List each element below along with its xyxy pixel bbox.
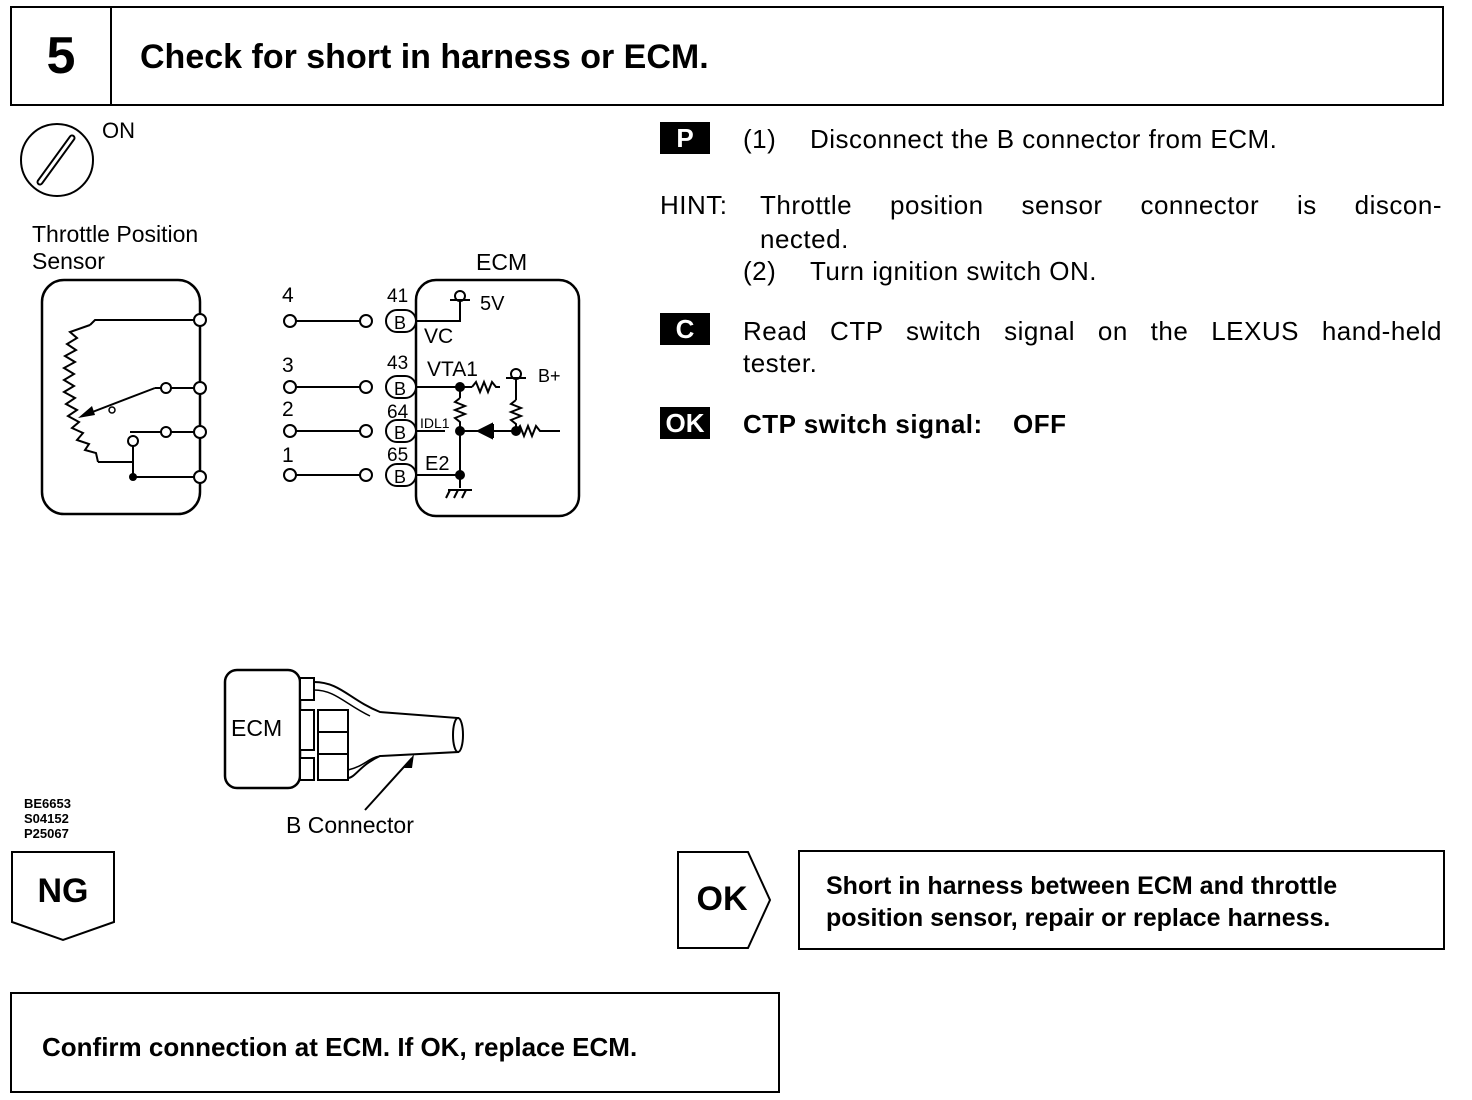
- step-header: 5 Check for short in harness or ECM.: [10, 6, 1444, 106]
- ecm-pin-65: 65: [387, 445, 408, 466]
- connector-letter-41: B: [394, 313, 406, 333]
- supply-5v: 5V: [480, 293, 505, 315]
- ng-action-box: Confirm connection at ECM. If OK, replac…: [10, 992, 780, 1093]
- ok-action-line1: Short in harness between ECM and throttl…: [826, 872, 1338, 900]
- figure-codes: BE6653 S04152 P25067: [24, 796, 71, 841]
- ecm-pin-43: 43: [387, 353, 408, 374]
- connector-letter-43: B: [394, 379, 406, 399]
- wiring-diagram: ON Throttle Position Sensor ECM 4 3 2 1 …: [20, 118, 581, 518]
- signal-vta1: VTA1: [427, 358, 478, 381]
- ok-tag: OK: [660, 407, 710, 439]
- harness-wires: [283, 314, 373, 482]
- connector-letter-64: B: [394, 423, 406, 443]
- ok-action-box: Short in harness between ECM and throttl…: [798, 850, 1445, 950]
- sensor-pin-2: 2: [282, 398, 294, 421]
- hint-label: HINT:: [660, 190, 728, 220]
- ng-marker: [11, 851, 115, 942]
- step2-num: (2): [743, 256, 777, 286]
- sensor-resistor: [61, 324, 99, 463]
- step1-text: Disconnect the B connector from ECM.: [810, 124, 1278, 154]
- ok-criteria-label: CTP switch signal:: [743, 409, 983, 439]
- sensor-label-line1: Throttle Position: [32, 221, 198, 247]
- hint-text: Throttle position sensor connector is di…: [760, 190, 1442, 220]
- sensor-body: [40, 278, 202, 516]
- sensor-pin-3: 3: [282, 354, 294, 377]
- connector-caption: B Connector: [286, 812, 414, 838]
- connector-ecm-label: ECM: [231, 715, 282, 741]
- signal-e2: E2: [425, 453, 449, 475]
- supply-bplus: B+: [538, 366, 561, 386]
- figure-code-3: P25067: [24, 826, 69, 841]
- signal-vc: VC: [424, 325, 453, 348]
- hint-text-cont: nected.: [760, 224, 849, 254]
- step-number: 5: [12, 8, 112, 104]
- ok-action-line2: position sensor, repair or replace harne…: [826, 904, 1331, 932]
- sensor-pin-1: 1: [282, 444, 294, 467]
- p-tag: P: [660, 122, 710, 154]
- step1-num: (1): [743, 124, 777, 154]
- ignition-key-icon: [20, 123, 94, 197]
- ignition-label: ON: [102, 118, 135, 143]
- step-title: Check for short in harness or ECM.: [140, 38, 709, 76]
- check-line2: tester.: [743, 348, 818, 378]
- connector-letter-65: B: [394, 467, 406, 487]
- sensor-pin-4: 4: [282, 284, 294, 307]
- ok-marker: [677, 851, 772, 949]
- connector-illustration: ECM: [223, 668, 464, 811]
- ecm-pin-41: 41: [387, 286, 408, 307]
- ecm-label: ECM: [476, 249, 527, 275]
- ecm-body: [414, 278, 581, 518]
- figure-code-1: BE6653: [24, 796, 71, 811]
- figure-code-2: S04152: [24, 811, 69, 826]
- ok-label: OK: [696, 880, 748, 918]
- step2-text: Turn ignition switch ON.: [810, 256, 1098, 286]
- connector-ovals: [385, 309, 417, 487]
- sensor-label-line2: Sensor: [32, 248, 105, 274]
- ecm-circuit: [416, 290, 560, 499]
- ng-action-text: Confirm connection at ECM. If OK, replac…: [42, 1032, 638, 1062]
- signal-idl1: IDL1: [420, 415, 450, 431]
- ok-criteria-value: OFF: [1013, 409, 1067, 439]
- c-tag: C: [660, 313, 710, 345]
- ecm-pin-64: 64: [387, 402, 409, 423]
- ng-label: NG: [37, 872, 89, 910]
- check-line1: Read CTP switch signal on the LEXUS hand…: [743, 316, 1442, 346]
